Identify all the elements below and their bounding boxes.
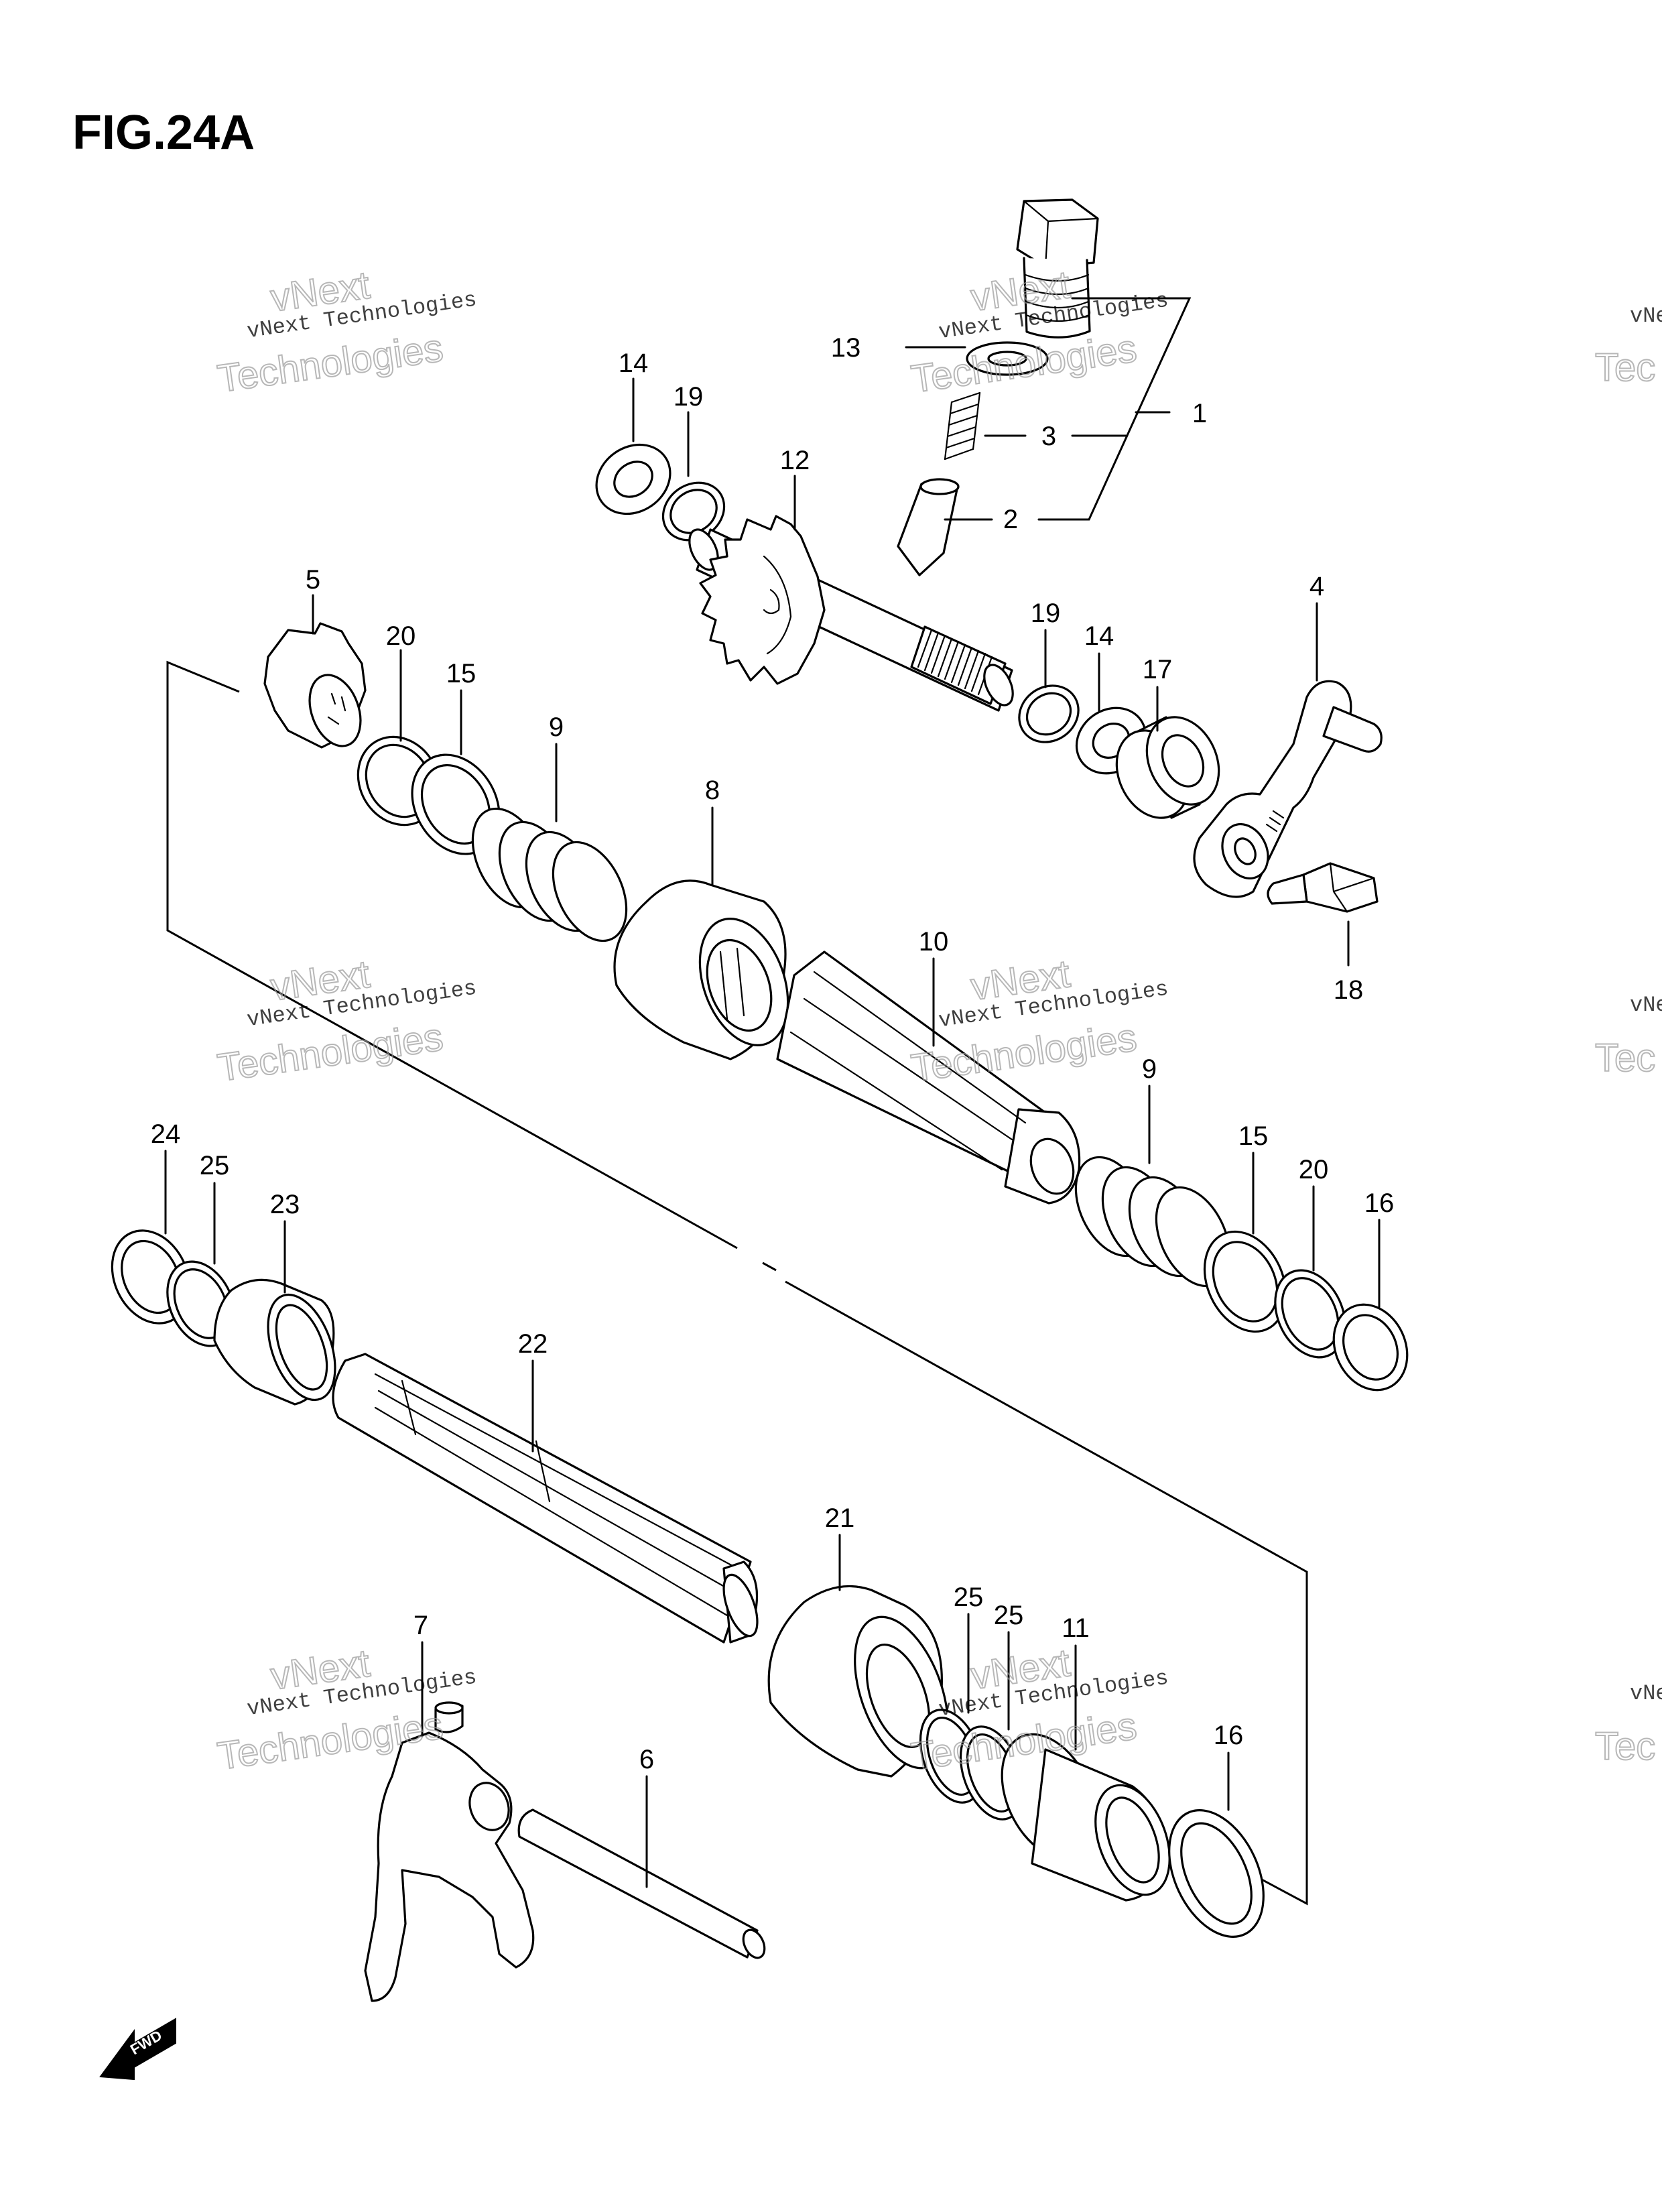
part-16-washer-lower bbox=[1168, 1809, 1265, 1938]
part-7-shift-fork bbox=[364, 1701, 535, 2002]
watermark-edge-fragments: vNe Tec vNe Tec vNe Tec bbox=[1594, 304, 1662, 1769]
part-22-long-shaft bbox=[332, 1353, 759, 1644]
svg-text:vNe: vNe bbox=[1630, 993, 1662, 1018]
callout-17: 17 bbox=[1143, 655, 1173, 684]
callout-13: 13 bbox=[831, 333, 861, 363]
callout-12: 12 bbox=[780, 446, 810, 475]
callout-7: 7 bbox=[413, 1611, 428, 1640]
callout-2: 2 bbox=[1003, 505, 1018, 534]
part-19-circlip-right bbox=[1018, 684, 1080, 743]
callout-23: 23 bbox=[270, 1190, 300, 1219]
callout-20-left: 20 bbox=[386, 621, 416, 651]
part-1-detent-plug-bolt bbox=[1016, 198, 1099, 339]
part-5-gear bbox=[263, 622, 367, 749]
callout-5: 5 bbox=[306, 565, 320, 595]
callout-9-left: 9 bbox=[549, 713, 564, 742]
callout-6: 6 bbox=[639, 1745, 654, 1774]
part-20-circlip-right bbox=[1274, 1269, 1346, 1359]
figure-title: FIG.24A bbox=[72, 106, 255, 160]
callout-11: 11 bbox=[1062, 1613, 1090, 1643]
callout-25-right-b: 25 bbox=[994, 1601, 1024, 1630]
callout-4: 4 bbox=[1309, 572, 1324, 601]
part-15-washer-right bbox=[1203, 1230, 1287, 1333]
callout-25-right-a: 25 bbox=[954, 1583, 984, 1612]
callout-20-right: 20 bbox=[1299, 1155, 1329, 1184]
part-12-gearshift-shaft bbox=[688, 515, 1014, 712]
callout-16-lower: 16 bbox=[1214, 1721, 1244, 1750]
callout-1: 1 bbox=[1192, 399, 1207, 428]
part-14-washer-right bbox=[1075, 706, 1147, 775]
callout-9-right: 9 bbox=[1142, 1054, 1157, 1084]
part-16-washer-right bbox=[1332, 1303, 1409, 1392]
watermark-bottom-center: vNext Technologies vNext Technologies bbox=[908, 1640, 1170, 1780]
part-9-spring-right bbox=[1074, 1156, 1231, 1288]
part-10-shaft bbox=[776, 950, 1081, 1205]
part-9-spring-left bbox=[471, 807, 628, 942]
part-13-gasket bbox=[966, 341, 1049, 376]
svg-text:Tec: Tec bbox=[1595, 1725, 1655, 1768]
part-19-circlip-top bbox=[661, 481, 726, 542]
callout-10: 10 bbox=[919, 927, 949, 957]
part-18-bolt bbox=[1267, 862, 1379, 913]
svg-text:Tec: Tec bbox=[1595, 346, 1655, 389]
callout-24: 24 bbox=[151, 1119, 181, 1149]
watermark-top-left: vNext Technologies vNext Technologies bbox=[214, 263, 478, 402]
assembly-frame bbox=[166, 660, 1308, 1906]
callout-labels: 1 2 3 4 5 6 7 8 9 9 10 11 12 13 14 14 15… bbox=[151, 333, 1395, 1774]
part-8-drum-cam bbox=[613, 879, 789, 1060]
callout-19-top: 19 bbox=[674, 382, 704, 412]
watermark-top-center: vNext Technologies vNext Technologies bbox=[908, 262, 1170, 402]
part-17-oil-seal bbox=[1115, 716, 1220, 819]
callout-25-left: 25 bbox=[200, 1151, 230, 1180]
part-2-detent-pin bbox=[897, 478, 960, 576]
part-11-bearing-sleeve bbox=[1001, 1733, 1171, 1902]
callout-14-top: 14 bbox=[619, 349, 649, 378]
callout-18: 18 bbox=[1334, 975, 1364, 1005]
callout-22: 22 bbox=[518, 1329, 548, 1359]
part-4-gearshift-arm bbox=[1193, 680, 1383, 898]
svg-text:vNe: vNe bbox=[1630, 1681, 1662, 1706]
callout-15-right: 15 bbox=[1238, 1121, 1269, 1151]
leader-lines bbox=[164, 297, 1381, 1888]
svg-text:Tec: Tec bbox=[1595, 1036, 1655, 1080]
fwd-arrow-icon: FWD bbox=[99, 2018, 176, 2081]
callout-21: 21 bbox=[825, 1503, 855, 1533]
callout-19-right: 19 bbox=[1031, 599, 1061, 628]
part-14-washer-top bbox=[595, 443, 672, 515]
watermark-mid-center: vNext Technologies vNext Technologies bbox=[908, 951, 1170, 1091]
callout-14-right: 14 bbox=[1084, 621, 1114, 651]
part-6-fork-shaft bbox=[517, 1808, 766, 1959]
callout-16-right: 16 bbox=[1364, 1188, 1395, 1218]
callout-3: 3 bbox=[1041, 422, 1056, 451]
watermark-mid-left: vNext Technologies vNext Technologies bbox=[214, 952, 478, 1091]
callout-8: 8 bbox=[705, 776, 720, 805]
callout-15-left: 15 bbox=[446, 659, 476, 688]
part-23-bearing bbox=[213, 1278, 336, 1406]
part-3-spring bbox=[944, 391, 981, 460]
svg-text:vNe: vNe bbox=[1630, 304, 1662, 328]
